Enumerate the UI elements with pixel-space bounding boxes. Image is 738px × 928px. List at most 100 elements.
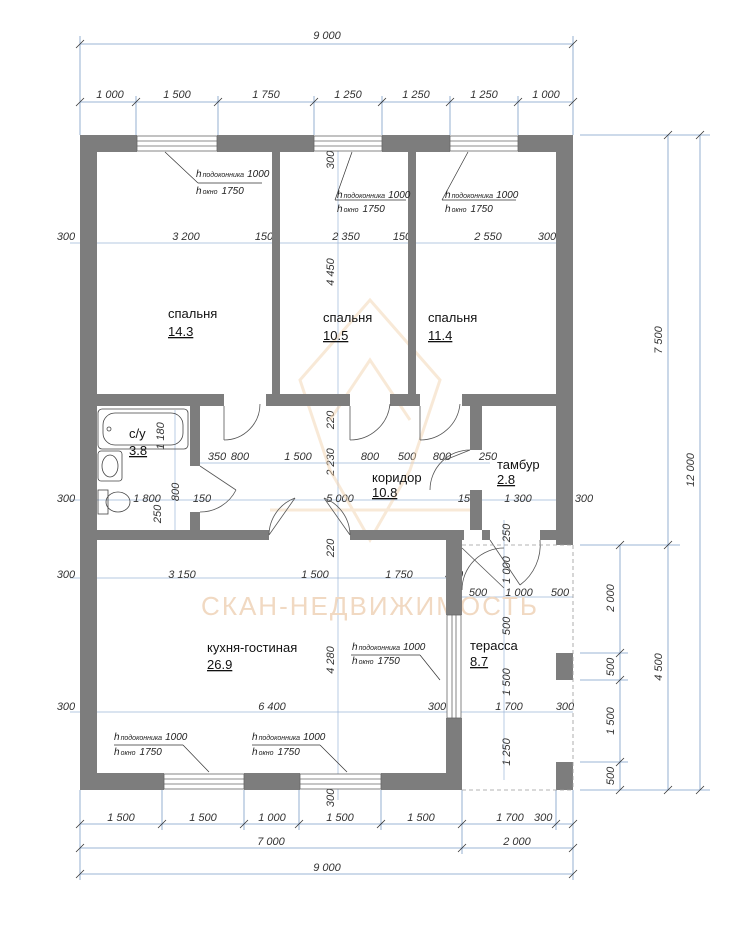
dim-v-300: 300 [325,788,337,807]
dim-terrace-300: 300 [556,701,575,713]
dim-v-220: 220 [325,538,337,558]
dim-bottom-seg: 1 500 [107,812,135,824]
dim-bottom-seg: 1 500 [326,812,354,824]
room-bedroom-1: спальня 14.3 [168,306,217,339]
room-area: 10.8 [372,485,397,500]
dim-kitchen-300: 300 [428,701,447,713]
room-kitchen-living: кухня-гостиная 26.9 [207,640,297,672]
dim-right-upper: 7 500 [653,325,665,353]
dim-inner-1300: 1 300 [504,493,532,505]
dim-kitchen-row: 1 750 [385,569,413,581]
dim-inner-row1: 2 550 [473,231,502,243]
dim-v-300: 300 [325,150,337,169]
dim-bottom-mid: 7 000 [257,836,285,848]
dim-terrace-1000: 1 000 [505,587,533,599]
terrace-outline [462,544,574,791]
dim-top-seg: 1 250 [402,89,430,101]
dim-bottom-seg: 1 000 [258,812,286,824]
room-name: спальня [168,306,217,321]
windows [136,135,519,790]
dim-kitchen-row: 1 500 [301,569,329,581]
dim-bath-1180: 1 180 [155,421,167,449]
dim-terrace-500: 500 [551,587,570,599]
dim-kitchen-row: 3 150 [168,569,196,581]
dim-top-seg: 1 250 [470,89,498,101]
dim-top-seg: 1 250 [334,89,362,101]
room-name: спальня [428,310,477,325]
dim-top-seg: 1 500 [163,89,191,101]
room-area: 8.7 [470,654,488,669]
dim-inner-row1: 150 [255,231,274,243]
watermark-text: СКАН-НЕДВИЖИМОСТЬ [201,591,539,621]
dim-terrace-right: 500 [605,657,617,676]
dim-v-4280: 4 280 [325,645,337,673]
top-dimensions [79,36,574,135]
dim-bottom-seg: 1 700 [496,812,524,824]
dim-inner-150: 150 [193,493,212,505]
dim-left-wall: 300 [57,231,76,243]
dim-left-wall: 300 [57,493,76,505]
dim-corridor-row: 800 [231,451,250,463]
dim-corridor-row: 500 [398,451,417,463]
dim-bottom-seg: 1 500 [189,812,217,824]
dim-inner-300: 300 [575,493,594,505]
dim-right-lower: 4 500 [653,652,665,680]
dim-terrace-right: 2 000 [605,583,617,612]
room-name: с/у [129,426,146,441]
room-area: 3.8 [129,443,147,458]
room-corridor: коридор 10.8 [372,470,422,500]
dim-left-wall: 300 [57,701,76,713]
dim-bottom-mid: 2 000 [502,836,531,848]
dim-left-wall: 300 [57,569,76,581]
dim-inner-row1: 300 [538,231,557,243]
dim-top-seg: 1 000 [96,89,124,101]
room-tambour: тамбур 2.8 [497,457,540,487]
dim-bath-250: 250 [152,504,164,524]
room-area: 10.5 [323,328,348,343]
dim-terrace-1700: 1 700 [495,701,523,713]
dim-top-total: 9 000 [313,30,341,42]
dim-terrace-right: 1 500 [605,706,617,734]
dim-inner-row1: 3 200 [172,231,200,243]
sink-icon [97,450,123,482]
dim-v-250: 250 [501,523,513,543]
dim-corridor-row: 1 500 [284,451,312,463]
room-name: спальня [323,310,372,325]
dim-v-1500: 1 500 [501,667,513,695]
dim-inner-row1: 2 350 [331,231,360,243]
room-name: кухня-гостиная [207,640,297,655]
dim-corridor-5000: 5 000 [326,493,354,505]
dim-v-1250: 1 250 [501,737,513,765]
dim-v-2230: 2 230 [325,447,337,476]
room-terrace: терасса 8.7 [470,638,518,669]
bathtub-icon [97,408,189,450]
room-area: 26.9 [207,657,232,672]
walls [80,135,573,790]
dim-corridor-row: 800 [433,451,452,463]
dim-v-500: 500 [501,616,513,635]
room-area: 11.4 [428,328,452,343]
room-name: коридор [372,470,422,485]
room-area: 14.3 [168,324,193,339]
dim-inner-row1: 150 [393,231,412,243]
right-dimensions [580,134,710,791]
dim-corridor-row: 350 [208,451,227,463]
dim-v-1000: 1 000 [501,555,513,583]
window-leaders [114,151,516,773]
room-bedroom-2: спальня 10.5 [323,310,372,343]
